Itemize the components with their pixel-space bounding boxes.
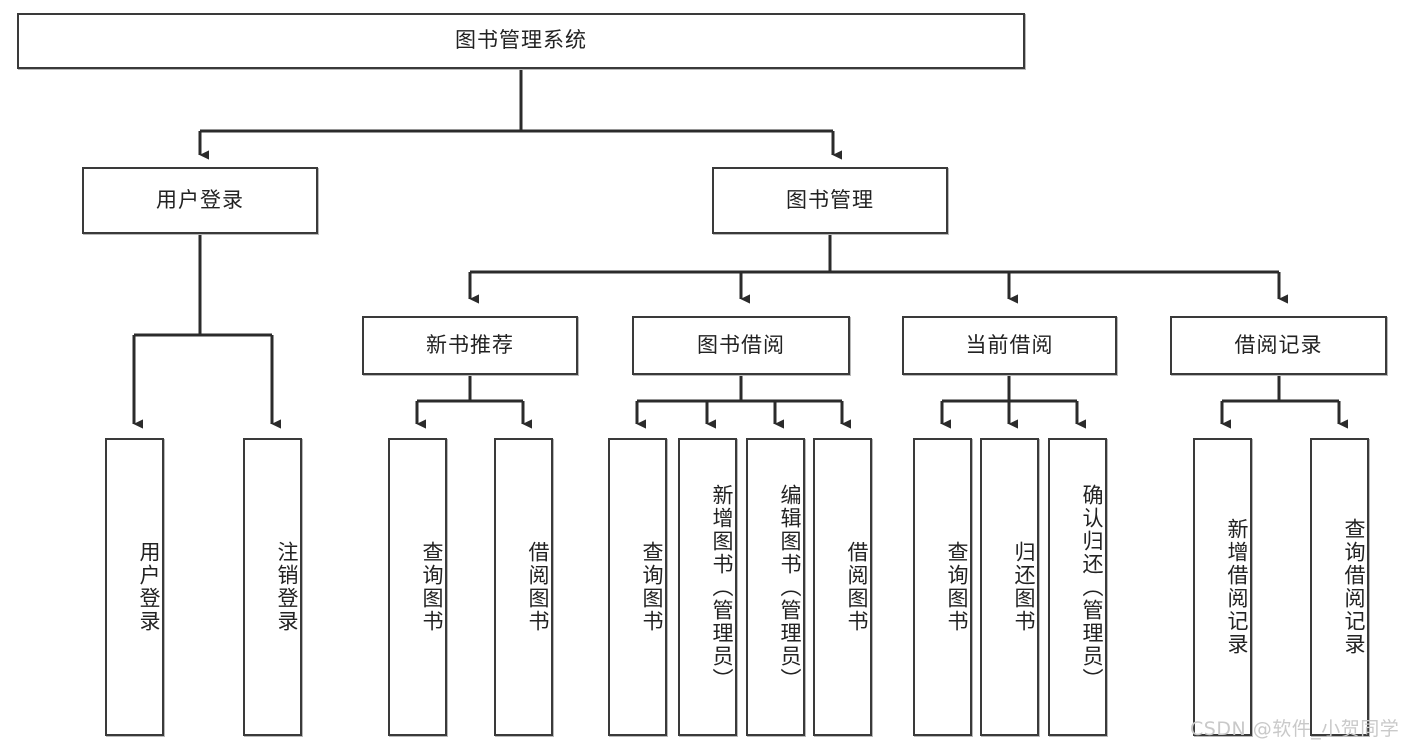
node-label: 查询图书 (945, 541, 969, 633)
node-label: 图书借阅 (697, 332, 785, 357)
node-label: 图书管理系统 (455, 28, 587, 53)
node-book-borrow[interactable]: 图书借阅 (632, 316, 850, 375)
node-root-book-management-system[interactable]: 图书管理系统 (17, 13, 1025, 69)
leaf-user-logout[interactable]: 注销登录 (243, 438, 302, 736)
node-label: 新书推荐 (426, 332, 514, 357)
node-label: 查询图书 (420, 541, 444, 633)
leaf-query-book-borrow[interactable]: 查询图书 (608, 438, 667, 736)
leaf-query-book-current[interactable]: 查询图书 (913, 438, 972, 736)
node-label: 图书管理 (786, 187, 874, 212)
node-current-borrow[interactable]: 当前借阅 (902, 316, 1117, 375)
node-label: 新增图书（管理员） (710, 483, 734, 691)
leaf-user-login[interactable]: 用户登录 (105, 438, 164, 736)
node-label: 借阅图书 (526, 541, 550, 633)
csdn-watermark: CSDN @软件_小贺同学 (1190, 718, 1400, 740)
leaf-borrow-book[interactable]: 借阅图书 (813, 438, 872, 736)
node-label: 用户登录 (156, 187, 244, 212)
node-new-book-recommend[interactable]: 新书推荐 (362, 316, 578, 375)
node-label: 查询借阅记录 (1342, 518, 1366, 656)
leaf-borrow-book-new-recommend[interactable]: 借阅图书 (494, 438, 553, 736)
leaf-return-book[interactable]: 归还图书 (980, 438, 1039, 736)
node-user-login[interactable]: 用户登录 (82, 167, 318, 234)
leaf-query-borrow-record[interactable]: 查询借阅记录 (1310, 438, 1369, 736)
leaf-confirm-return-admin[interactable]: 确认归还（管理员） (1048, 438, 1107, 736)
node-book-management[interactable]: 图书管理 (712, 167, 948, 234)
leaf-add-borrow-record[interactable]: 新增借阅记录 (1193, 438, 1252, 736)
leaf-edit-book-admin[interactable]: 编辑图书（管理员） (746, 438, 805, 736)
node-borrow-record[interactable]: 借阅记录 (1170, 316, 1387, 375)
node-label: 借阅记录 (1234, 332, 1323, 357)
node-label: 借阅图书 (845, 541, 869, 633)
node-label: 注销登录 (275, 541, 299, 633)
node-label: 查询图书 (640, 541, 664, 633)
node-label: 新增借阅记录 (1225, 518, 1249, 656)
node-label: 确认归还（管理员） (1080, 483, 1104, 691)
node-label: 归还图书 (1012, 541, 1036, 633)
node-label: 编辑图书（管理员） (778, 483, 802, 691)
leaf-query-book-new-recommend[interactable]: 查询图书 (388, 438, 447, 736)
node-label: 当前借阅 (965, 332, 1054, 357)
node-label: 用户登录 (137, 541, 161, 633)
leaf-add-book-admin[interactable]: 新增图书（管理员） (678, 438, 737, 736)
